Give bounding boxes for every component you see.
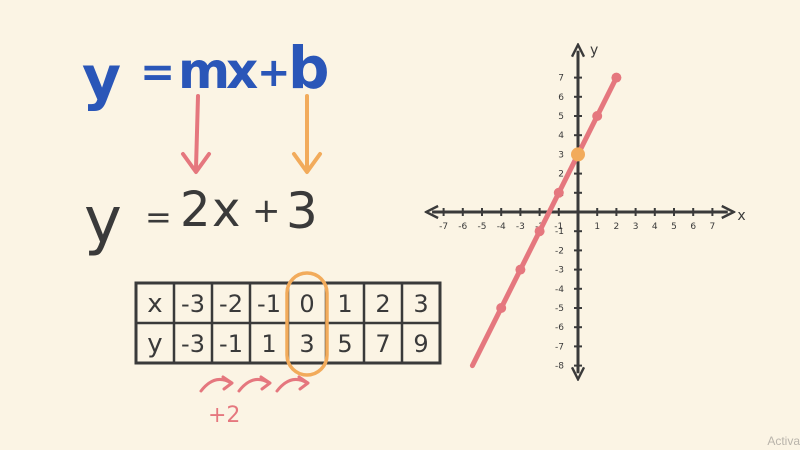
general-equation: y = m x + b xyxy=(82,34,330,113)
y-tick-label: -2 xyxy=(555,246,564,256)
x-tick-label: 2 xyxy=(614,222,620,232)
y-tick-label: -3 xyxy=(555,266,564,276)
y-axis-label: y xyxy=(590,43,598,59)
y-tick-label: 7 xyxy=(558,74,564,84)
table-cell: 3 xyxy=(413,290,428,318)
x-tick-label: 3 xyxy=(633,222,639,232)
specific-y: y xyxy=(84,184,122,258)
general-y: y xyxy=(82,43,121,113)
x-tick-label: -4 xyxy=(497,222,506,232)
y-tick-label: 2 xyxy=(558,170,564,180)
table-cell: 1 xyxy=(337,290,352,318)
x-tick-label: 5 xyxy=(671,222,677,232)
table-row-label: y xyxy=(147,329,162,359)
table-cell: 9 xyxy=(413,330,428,358)
y-tick-label: -5 xyxy=(555,304,564,314)
table-cell: -3 xyxy=(181,290,205,318)
x-tick-label: -3 xyxy=(516,222,525,232)
specific-x: x xyxy=(212,182,240,238)
step-arrow xyxy=(237,377,271,393)
table-cell: 7 xyxy=(375,330,390,358)
x-axis-label: x xyxy=(737,208,745,224)
general-plus: + xyxy=(257,50,291,96)
highlight-oval xyxy=(285,271,329,377)
plotted-point xyxy=(534,226,545,237)
table-cell: 2 xyxy=(375,290,390,318)
plotted-point xyxy=(611,72,622,83)
y-tick-label: 5 xyxy=(558,112,564,122)
y-tick-label: 6 xyxy=(558,93,564,103)
x-tick-label: 4 xyxy=(652,222,658,232)
arrow-m-to-coefficient xyxy=(181,94,211,174)
specific-coefficient: 2 xyxy=(180,182,211,238)
general-equals: = xyxy=(140,47,175,96)
x-tick-label: 6 xyxy=(690,222,696,232)
step-arrow-head xyxy=(221,375,234,391)
x-tick-label: 7 xyxy=(710,222,716,232)
x-tick-label: -7 xyxy=(439,222,448,232)
general-b: b xyxy=(288,34,330,102)
y-tick-label: -1 xyxy=(555,227,564,237)
line-y-equals-2x-plus-3 xyxy=(469,75,619,369)
step-arrow-head xyxy=(259,375,272,391)
y-tick-label: -4 xyxy=(555,285,564,295)
table-cell: -1 xyxy=(257,290,281,318)
coordinate-graph: xy-7-6-5-4-3-2-112345677654321-1-2-3-4-5… xyxy=(432,43,746,374)
plotted-point xyxy=(553,187,564,198)
specific-plus: + xyxy=(252,191,281,231)
table-cell: 3 xyxy=(299,330,314,358)
x-tick-label: 1 xyxy=(594,222,600,232)
table-row-label: x xyxy=(147,289,162,319)
step-arrows xyxy=(199,375,310,393)
table-cell: 5 xyxy=(337,330,352,358)
watermark: Activa xyxy=(767,434,800,448)
x-tick-label: -6 xyxy=(458,222,467,232)
y-tick-label: -6 xyxy=(555,323,564,333)
plotted-point xyxy=(592,111,603,121)
y-intercept-point xyxy=(571,147,585,162)
step-arrow xyxy=(199,377,233,393)
specific-intercept: 3 xyxy=(286,182,318,240)
x-tick-label: -1 xyxy=(554,222,563,232)
step-arrow xyxy=(275,377,309,393)
arrow-b-to-intercept xyxy=(292,94,322,174)
plotted-point xyxy=(496,303,507,313)
step-label: +2 xyxy=(208,403,240,428)
y-tick-label: -8 xyxy=(555,362,564,372)
step-arrow-head xyxy=(297,375,310,391)
y-tick-label: 3 xyxy=(558,150,564,160)
table-cell: -3 xyxy=(181,330,205,358)
table-cell: 1 xyxy=(261,330,276,358)
plotted-point xyxy=(515,264,526,275)
y-tick-label: -7 xyxy=(555,342,564,352)
general-x: x xyxy=(226,42,258,100)
general-m: m xyxy=(178,42,230,100)
specific-equals: = xyxy=(145,198,172,236)
x-tick-label: -5 xyxy=(478,222,487,232)
specific-equation: y = 2 x + 3 xyxy=(84,182,318,258)
table-cell: -1 xyxy=(219,330,243,358)
table-cell: -2 xyxy=(219,290,243,318)
table-cell: 0 xyxy=(299,290,314,318)
y-tick-label: 4 xyxy=(558,131,564,141)
